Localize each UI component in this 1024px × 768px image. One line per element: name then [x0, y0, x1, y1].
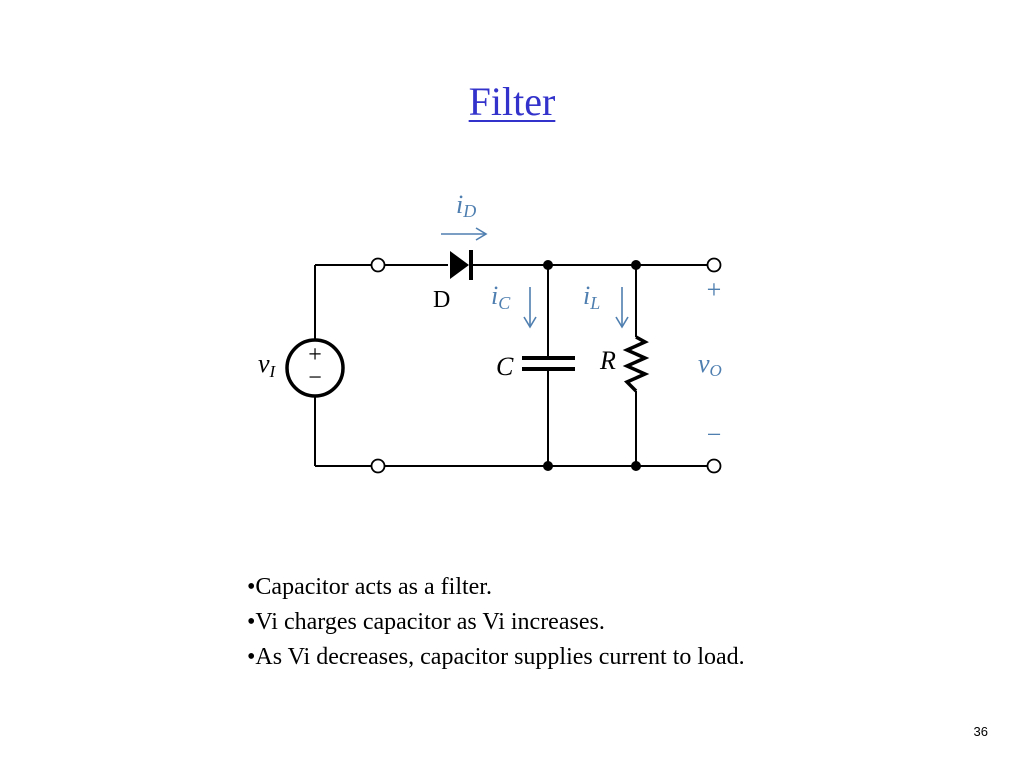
- output-minus-label: −: [707, 420, 722, 449]
- junction-dot: [543, 461, 553, 471]
- output-plus-label: +: [707, 275, 722, 304]
- slide-title: Filter: [468, 79, 556, 124]
- junction-dot: [631, 260, 641, 270]
- capacitor-label: C: [496, 352, 514, 381]
- circuit-wires: [314, 264, 707, 467]
- bullet-item: •As Vi decreases, capacitor supplies cur…: [247, 644, 745, 670]
- output-voltage-label: vO: [698, 349, 722, 380]
- junction-dots: [543, 260, 641, 471]
- load-current-label: iL: [583, 281, 600, 313]
- page-number: 36: [973, 724, 988, 739]
- current-arrows: [441, 227, 629, 329]
- diode-current-label: iD: [456, 190, 476, 221]
- input-voltage-label: vI: [258, 349, 277, 381]
- bullet-list: •Capacitor acts as a filter. •Vi charges…: [247, 570, 745, 675]
- source-minus-sign: −: [308, 365, 322, 391]
- capacitor-current-arrow: [523, 287, 537, 329]
- voltage-source-circle: [285, 338, 345, 398]
- input-terminal-top: [370, 257, 386, 273]
- diode-current-arrow: [441, 227, 488, 241]
- diode-triangle: [450, 251, 469, 279]
- bullet-item: •Capacitor acts as a filter.: [247, 574, 492, 600]
- resistor-zigzag: [622, 335, 650, 393]
- output-terminal-top: [706, 257, 722, 273]
- junction-dot: [543, 260, 553, 270]
- source-plus-sign: +: [308, 342, 322, 368]
- voltage-source: + −: [285, 338, 345, 398]
- resistor-label: R: [599, 346, 616, 375]
- capacitor-current-label: iC: [491, 281, 511, 313]
- input-terminal-bottom: [370, 458, 386, 474]
- diode-label: D: [433, 287, 450, 313]
- load-current-arrow: [615, 287, 629, 329]
- capacitor-symbol: [522, 356, 575, 371]
- output-terminal-bottom: [706, 458, 722, 474]
- terminals: [370, 257, 722, 474]
- junction-dot: [631, 461, 641, 471]
- diode-symbol: [450, 250, 473, 280]
- bullet-item: •Vi charges capacitor as Vi increases.: [247, 609, 605, 635]
